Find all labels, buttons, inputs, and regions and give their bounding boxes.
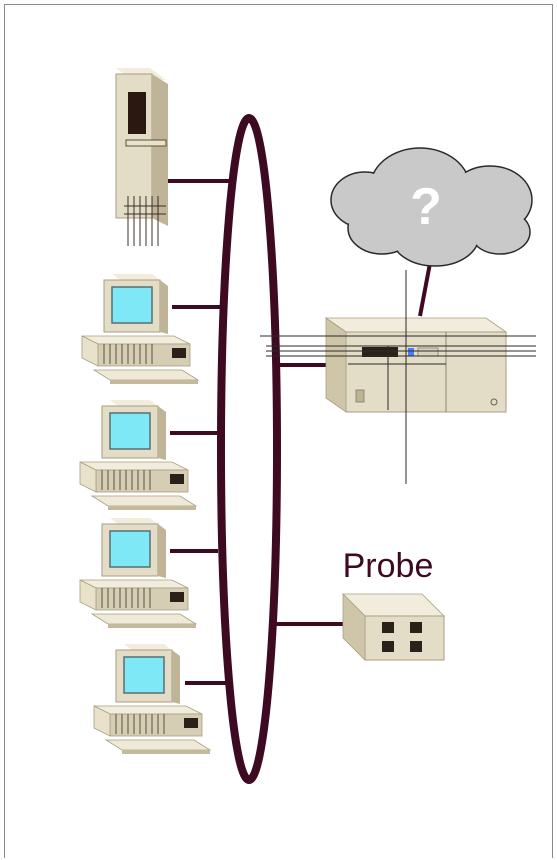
cloud-icon: ? — [330, 147, 533, 267]
diagram-frame — [4, 4, 553, 858]
network-ring — [217, 114, 281, 784]
links — [168, 179, 433, 685]
workstation-icon — [93, 643, 211, 755]
workstation-icon — [81, 273, 199, 385]
workstation-icon — [79, 399, 197, 511]
link-cloud — [418, 257, 433, 317]
probe-icon — [342, 593, 445, 661]
workstation-icon — [79, 517, 197, 629]
server-tower-icon — [115, 68, 168, 246]
probe-label: Probe — [343, 547, 434, 585]
router-icon — [260, 270, 536, 484]
cloud-question-mark: ? — [410, 178, 442, 236]
